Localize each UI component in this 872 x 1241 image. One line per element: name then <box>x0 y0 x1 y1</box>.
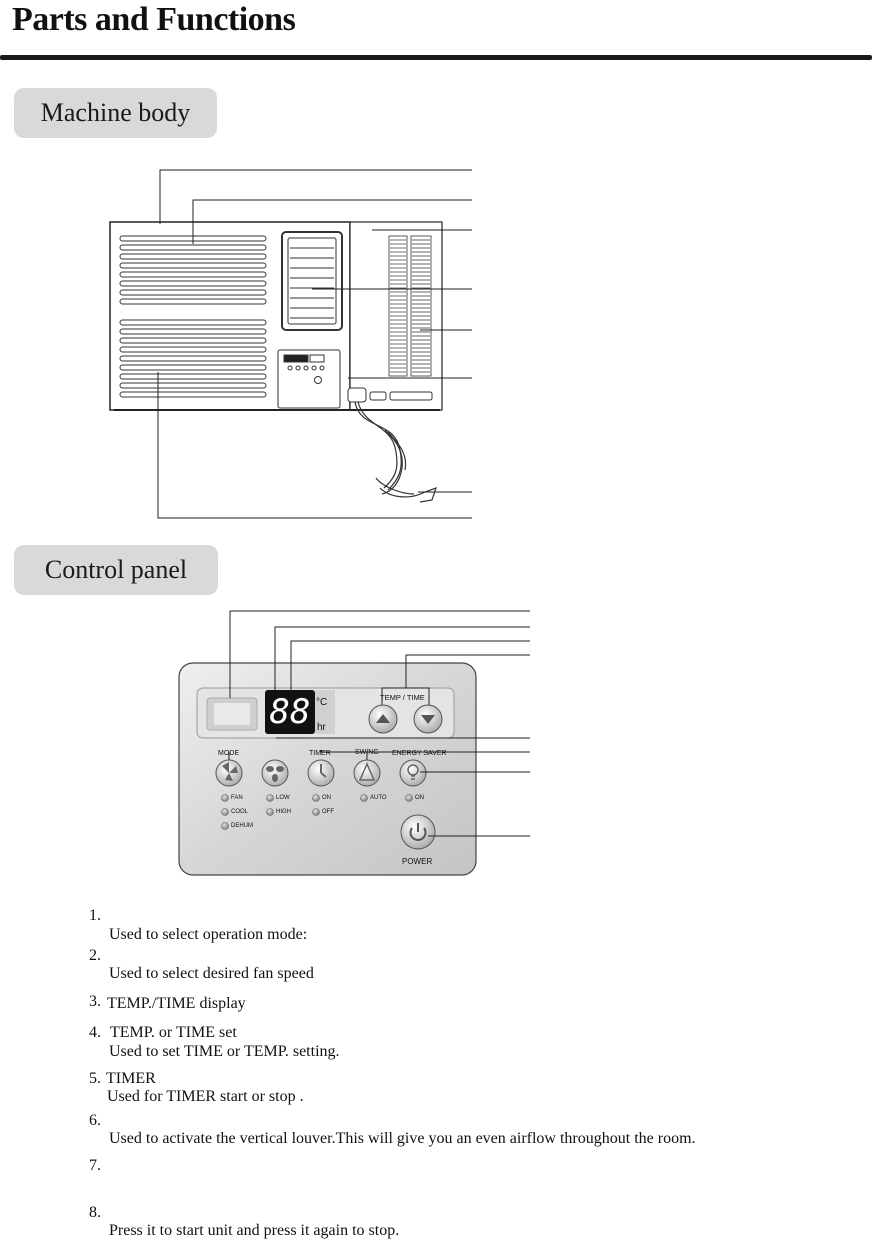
lower-grille-slats <box>119 319 267 398</box>
item-5-number: 5. <box>89 1070 101 1087</box>
down-arrow-icon <box>421 715 435 724</box>
page-title: Parts and Functions <box>12 1 296 38</box>
indicator-label-energy-on: ON <box>415 795 424 801</box>
item-1-detail: Used to select operation mode: <box>109 926 308 943</box>
indicator-label-fan: FAN <box>231 795 243 801</box>
display-digits: 88 <box>269 692 311 732</box>
title-divider <box>0 55 872 60</box>
side-air-intake-vents <box>388 235 432 377</box>
indicator-label-dehum: DEHUM <box>231 823 253 829</box>
temp-time-label: TEMP / TIME <box>380 693 425 702</box>
energy-saver-label: ENERGY SAVER <box>392 750 447 757</box>
fan-icon <box>266 766 284 782</box>
mini-control-panel <box>277 349 341 409</box>
mode-label: MODE <box>218 750 239 757</box>
item-4-title: TEMP. or TIME set <box>110 1024 237 1041</box>
section-heading-machine-body: Machine body <box>14 88 217 138</box>
control-panel-leader-lines <box>228 610 530 837</box>
item-3-number: 3. <box>89 993 101 1010</box>
section-heading-control-panel: Control panel <box>14 545 218 595</box>
item-4-number: 4. <box>89 1024 101 1041</box>
item-6-number: 6. <box>89 1112 101 1129</box>
temp-time-display <box>265 690 315 734</box>
energy-saver-button <box>399 759 427 787</box>
power-icon <box>409 823 427 841</box>
power-cord <box>354 401 437 503</box>
item-1-number: 1. <box>89 907 101 924</box>
power-label: POWER <box>402 857 433 866</box>
machine-body-leader-lines <box>157 169 472 519</box>
power-cord-connector <box>347 387 433 403</box>
item-4-detail: Used to set TIME or TEMP. setting. <box>109 1043 340 1060</box>
item-8-detail: Press it to start unit and press it agai… <box>109 1222 400 1239</box>
unit-hour-label: hr <box>317 722 326 733</box>
mode-icon <box>222 762 238 781</box>
air-outlet-louver <box>281 231 343 331</box>
item-6-detail: Used to activate the vertical louver.Thi… <box>109 1130 696 1147</box>
item-8-number: 8. <box>89 1204 101 1221</box>
item-5-title: TIMER <box>106 1070 156 1087</box>
clock-icon <box>320 764 327 778</box>
indicator-label-cool: COOL <box>231 809 249 815</box>
lightbulb-icon <box>407 764 419 780</box>
fan-speed-button <box>261 759 289 787</box>
indicator-leds <box>221 794 413 830</box>
item-2-detail: Used to select desired fan speed <box>109 965 314 982</box>
indicator-label-timer-on: ON <box>322 795 331 801</box>
indicator-label-low: LOW <box>276 795 290 801</box>
swing-icon <box>358 762 376 781</box>
unit-celsius-label: °C <box>316 697 328 708</box>
indicator-label-high: HIGH <box>276 809 291 815</box>
item-7-number: 7. <box>89 1157 101 1174</box>
up-arrow-icon <box>376 714 390 723</box>
indicator-label-timer-off: OFF <box>322 809 334 815</box>
indicator-label-auto: AUTO <box>370 795 387 801</box>
item-5-detail: Used for TIMER start or stop . <box>107 1088 304 1105</box>
item-2-number: 2. <box>89 947 101 964</box>
item-3-title: TEMP./TIME display <box>107 995 246 1012</box>
swing-label: SWING <box>355 749 379 756</box>
timer-label: TIMER <box>309 750 331 757</box>
upper-grille-slats <box>119 235 267 305</box>
